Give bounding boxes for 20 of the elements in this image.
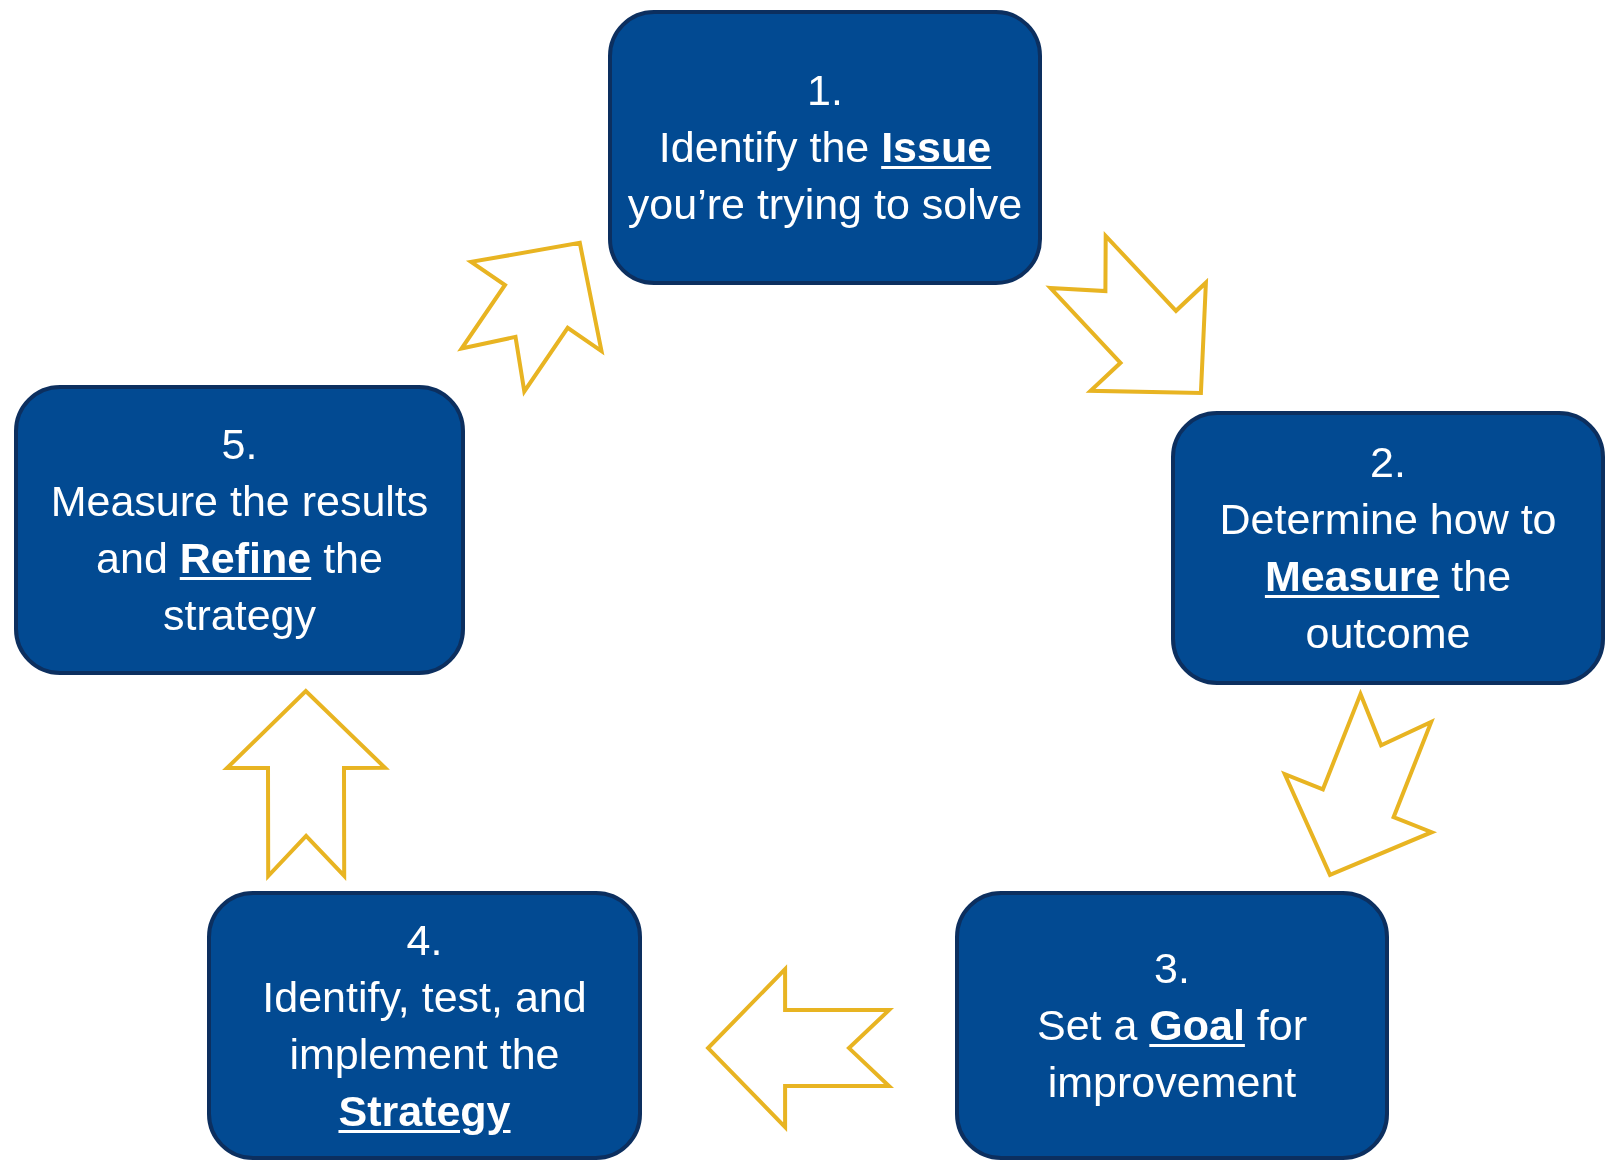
step-text: Set a Goal for improvement [1035,1000,1309,1108]
step-text: Determine how to Measure the outcome [1218,494,1558,659]
step-number: 4. [406,914,443,966]
hollow-arrow [1045,230,1209,395]
step-box [1171,411,1605,685]
hollow-arrow [1280,688,1437,878]
step-text: Identify the Issue you’re trying to solve [626,122,1024,230]
hollow-arrow [457,240,605,397]
step-number: 5. [221,419,258,470]
hollow-arrow [222,688,390,881]
step-box [14,385,465,675]
step-text: Measure the results and Refine the strategy [49,476,430,641]
step-number: 1. [807,65,843,116]
step-box [955,891,1389,1160]
step-number: 3. [1154,943,1190,994]
step-text: Identify, test, and implement the Strategy [261,971,588,1137]
hollow-arrow [705,964,894,1132]
step-box [608,10,1042,285]
step-number: 2. [1370,437,1406,488]
step-box [207,891,642,1160]
